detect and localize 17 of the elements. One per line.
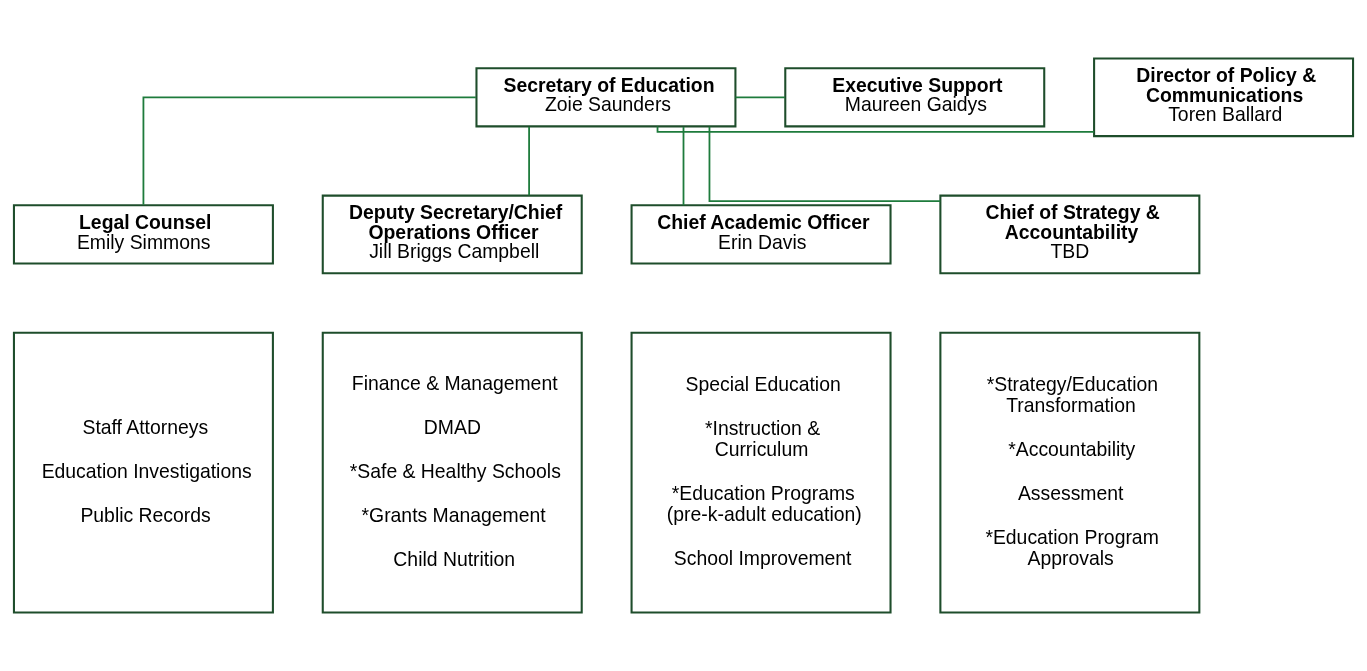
connector [734,96,786,99]
node-box: Legal Counsel Emily Simmons [12,204,274,265]
connector [708,125,942,203]
node-box: Chief Academic Officer Erin Davis [630,204,892,265]
node-box: *Strategy/Education Transformation *Accountability Assessment *Education Program Approvals [939,331,1201,614]
connector [142,96,477,206]
node-box: Deputy Secretary/Chief Operations Officer Jill Briggs Campbell [321,194,583,275]
node-box: Chief of Strategy & Accountability TBD [939,194,1201,275]
node-box: Finance & Management DMAD *Safe & Healthy Schools *Grants Management Child Nutrition [321,331,583,614]
node-box: Director of Policy & Communications Toren Ballard [1093,57,1355,138]
node-box: Staff Attorneys Education Investigations Public Records [12,331,274,614]
connector [682,126,685,207]
node-box: Special Education *Instruction & Curriculum *Education Programs (pre-k-adult education) School Improvement [630,331,892,614]
connector [656,125,1095,133]
node-box: Secretary of Education Zoie Saunders [475,67,737,128]
connector [528,126,530,197]
node-box: Executive Support Maureen Gaidys [784,67,1046,128]
